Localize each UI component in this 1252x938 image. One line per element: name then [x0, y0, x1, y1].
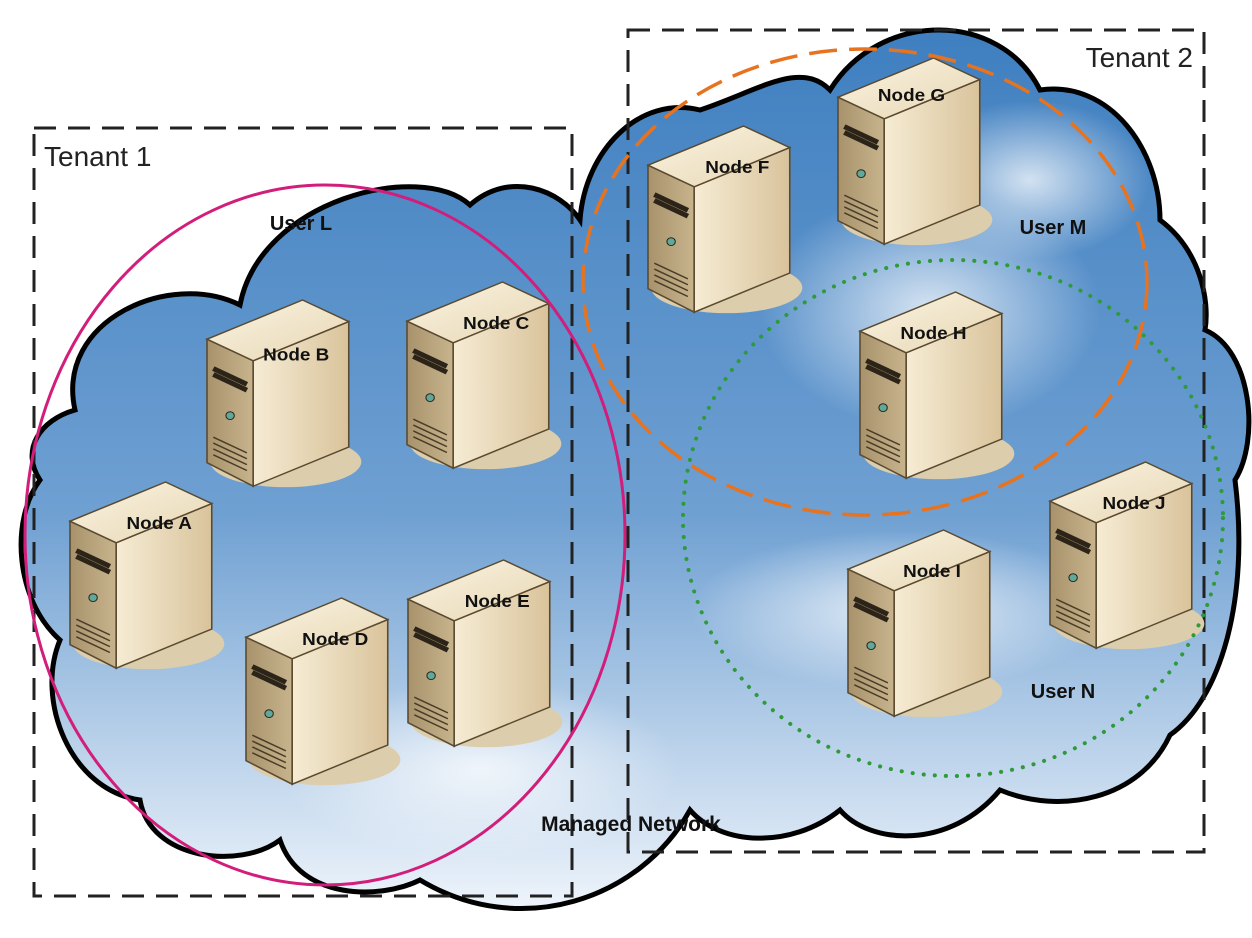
node-a-label: Node A: [127, 513, 192, 533]
node-d-label: Node D: [302, 629, 368, 649]
user-l-label: User L: [270, 213, 332, 235]
node-d: Node D: [246, 598, 400, 785]
node-b: Node B: [207, 300, 361, 487]
node-c-label: Node C: [463, 313, 529, 333]
node-g-label: Node G: [878, 85, 945, 105]
user-m-boundary: [581, 47, 1149, 517]
node-b-label: Node B: [263, 344, 329, 364]
tenant-1-group: Tenant 1: [32, 126, 574, 898]
tenant-2-group: Tenant 2: [626, 28, 1206, 854]
node-e-label: Node E: [465, 591, 530, 611]
user-n-label: User N: [1031, 681, 1095, 703]
user-n-group: User N: [681, 258, 1225, 778]
node-j: Node J: [1050, 462, 1204, 649]
node-g: Node G: [838, 58, 992, 245]
user-l-boundary: [23, 183, 627, 887]
user-m-label: User M: [1020, 217, 1087, 239]
node-j-label: Node J: [1103, 493, 1166, 513]
tenant-2-label: Tenant 2: [1086, 42, 1193, 73]
user-n-boundary: [681, 258, 1225, 778]
tenant-1-boundary: [32, 126, 574, 898]
tenant-2-boundary: [626, 28, 1206, 854]
node-h: Node H: [860, 292, 1014, 479]
node-e: Node E: [408, 560, 562, 747]
user-l-group: User L: [23, 183, 627, 887]
node-i-label: Node I: [903, 561, 961, 581]
node-c: Node C: [407, 282, 561, 469]
node-f: Node F: [648, 126, 802, 313]
managed-network-cloud: [18, 27, 1252, 911]
node-f-label: Node F: [705, 157, 769, 177]
node-i: Node I: [848, 530, 1002, 717]
node-a: Node A: [70, 482, 224, 669]
node-h-label: Node H: [900, 323, 966, 343]
user-m-group: User M: [581, 47, 1149, 517]
tenant-1-label: Tenant 1: [44, 141, 151, 172]
managed-network-label: Managed Network: [541, 813, 721, 836]
